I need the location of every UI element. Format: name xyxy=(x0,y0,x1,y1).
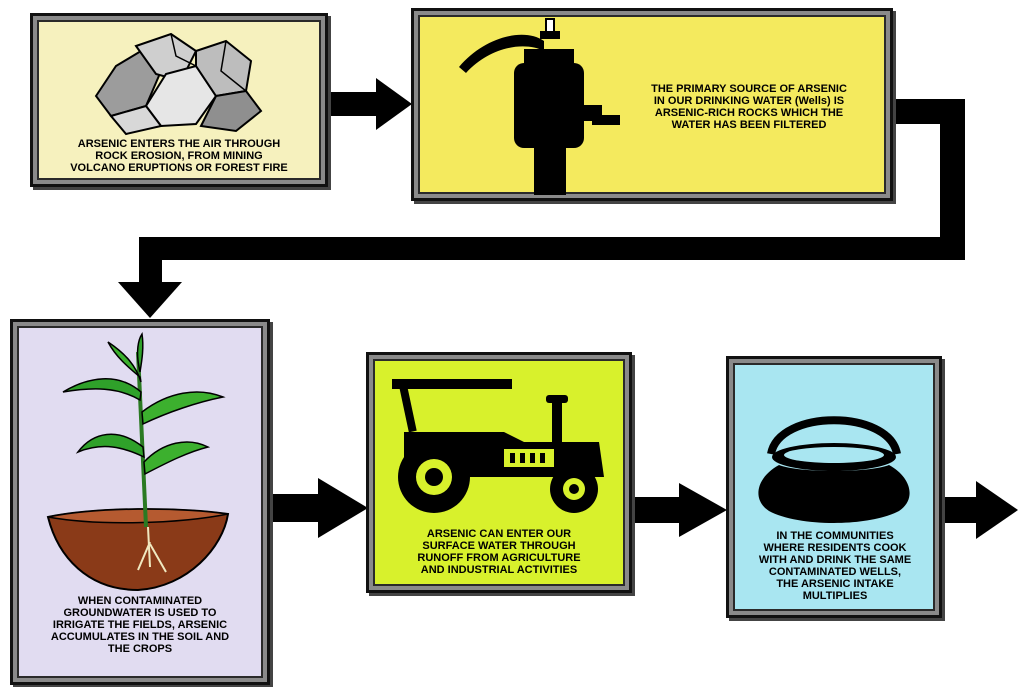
arrow-plant-to-tractor xyxy=(268,478,368,538)
rocks-icon xyxy=(86,26,266,136)
pump-box: THE PRIMARY SOURCE OF ARSENIC IN OUR DRI… xyxy=(411,8,893,201)
cooking-pot-icon xyxy=(749,399,919,529)
arrow-pot-exit xyxy=(942,481,1018,539)
tractor-caption: ARSENIC CAN ENTER OUR SURFACE WATER THRO… xyxy=(377,528,621,576)
arrow-tractor-to-pot xyxy=(631,483,727,537)
pot-caption: IN THE COMMUNITIES WHERE RESIDENTS COOK … xyxy=(737,530,933,602)
water-pump-icon xyxy=(454,17,624,197)
plant-icon xyxy=(38,332,238,602)
pump-caption: THE PRIMARY SOURCE OF ARSENIC IN OUR DRI… xyxy=(619,83,879,131)
plant-caption: WHEN CONTAMINATED GROUNDWATER IS USED TO… xyxy=(21,595,259,655)
arrow-rocks-to-pump xyxy=(330,78,412,130)
pot-box: IN THE COMMUNITIES WHERE RESIDENTS COOK … xyxy=(726,356,942,618)
rocks-box: ARSENIC ENTERS THE AIR THROUGH ROCK EROS… xyxy=(30,13,328,187)
plant-box: WHEN CONTAMINATED GROUNDWATER IS USED TO… xyxy=(10,319,270,685)
tractor-box: ARSENIC CAN ENTER OUR SURFACE WATER THRO… xyxy=(366,352,632,593)
tractor-icon xyxy=(384,377,614,517)
rocks-caption: ARSENIC ENTERS THE AIR THROUGH ROCK EROS… xyxy=(39,138,319,174)
